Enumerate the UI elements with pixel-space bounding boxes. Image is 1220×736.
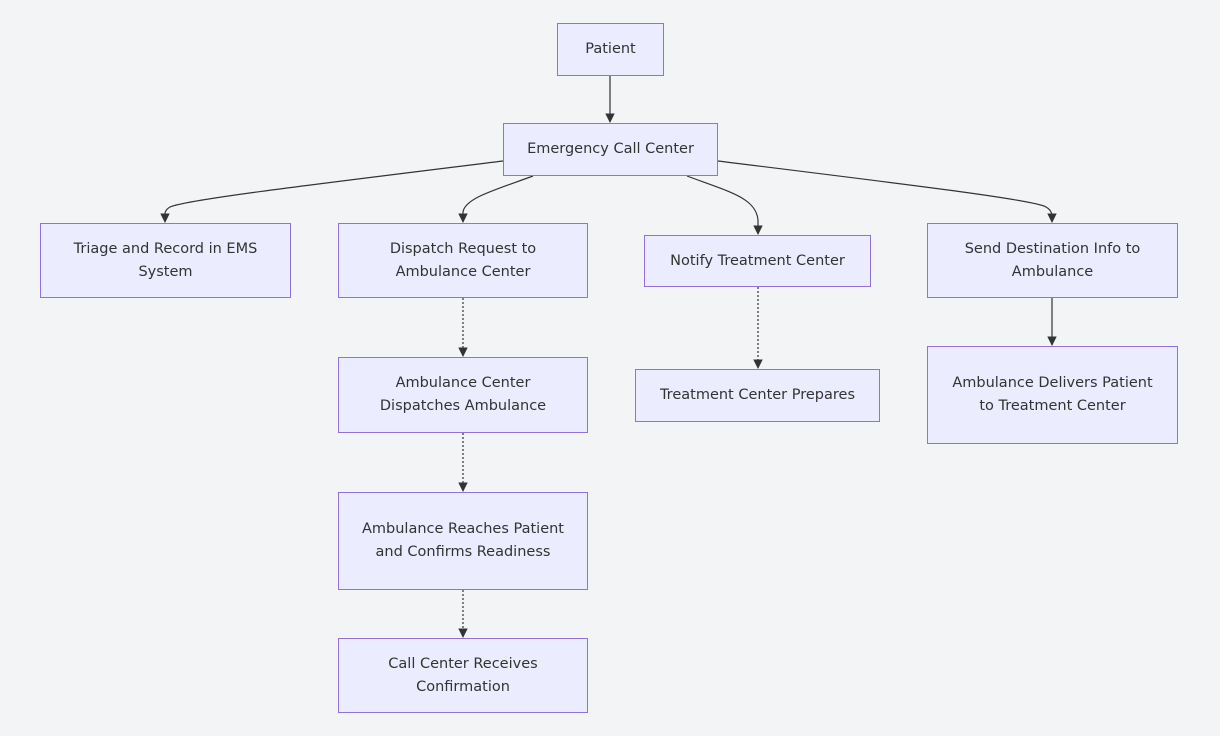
node-treatment-center-prepares: Treatment Center Prepares [635,369,880,422]
node-emergency-call-center: Emergency Call Center [503,123,718,176]
node-emergency-call-center-label: Emergency Call Center [527,141,694,157]
node-ambulance-reaches-patient-label: Ambulance Reaches Patient and Confirms R… [361,521,564,560]
node-ambulance-center-dispatches-label: Ambulance Center Dispatches Ambulance [379,375,547,414]
node-send-destination-info: Send Destination Info to Ambulance [927,223,1178,298]
node-call-center-receives-confirmation-label: Call Center Receives Confirmation [388,655,538,695]
edge-call-center-to-triage [160,160,504,223]
node-notify-treatment-center: Notify Treatment Center [644,235,871,287]
node-send-destination-info-label: Send Destination Info to Ambulance [964,240,1141,280]
node-dispatch-request-label: Dispatch Request to Ambulance Center [389,240,537,280]
node-ambulance-reaches-patient: Ambulance Reaches Patient and Confirms R… [338,492,588,590]
edge-call-center-to-dispatch [458,175,534,223]
node-ambulance-center-dispatches: Ambulance Center Dispatches Ambulance [338,357,588,433]
node-treatment-center-prepares-label: Treatment Center Prepares [659,387,856,403]
node-patient-label: Patient [585,41,636,57]
node-call-center-receives-confirmation: Call Center Receives Confirmation [338,638,588,713]
node-triage-record: Triage and Record in EMS System [40,223,291,298]
edge-call-center-to-send [717,160,1057,223]
node-notify-treatment-center-label: Notify Treatment Center [670,252,845,269]
node-dispatch-request: Dispatch Request to Ambulance Center [338,223,588,298]
node-ambulance-delivers-patient: Ambulance Delivers Patient to Treatment … [927,346,1178,444]
edge-call-center-to-notify [686,175,763,235]
node-patient: Patient [557,23,664,76]
node-triage-record-label: Triage and Record in EMS System [73,240,258,280]
node-ambulance-delivers-patient-label: Ambulance Delivers Patient to Treatment … [952,375,1153,414]
